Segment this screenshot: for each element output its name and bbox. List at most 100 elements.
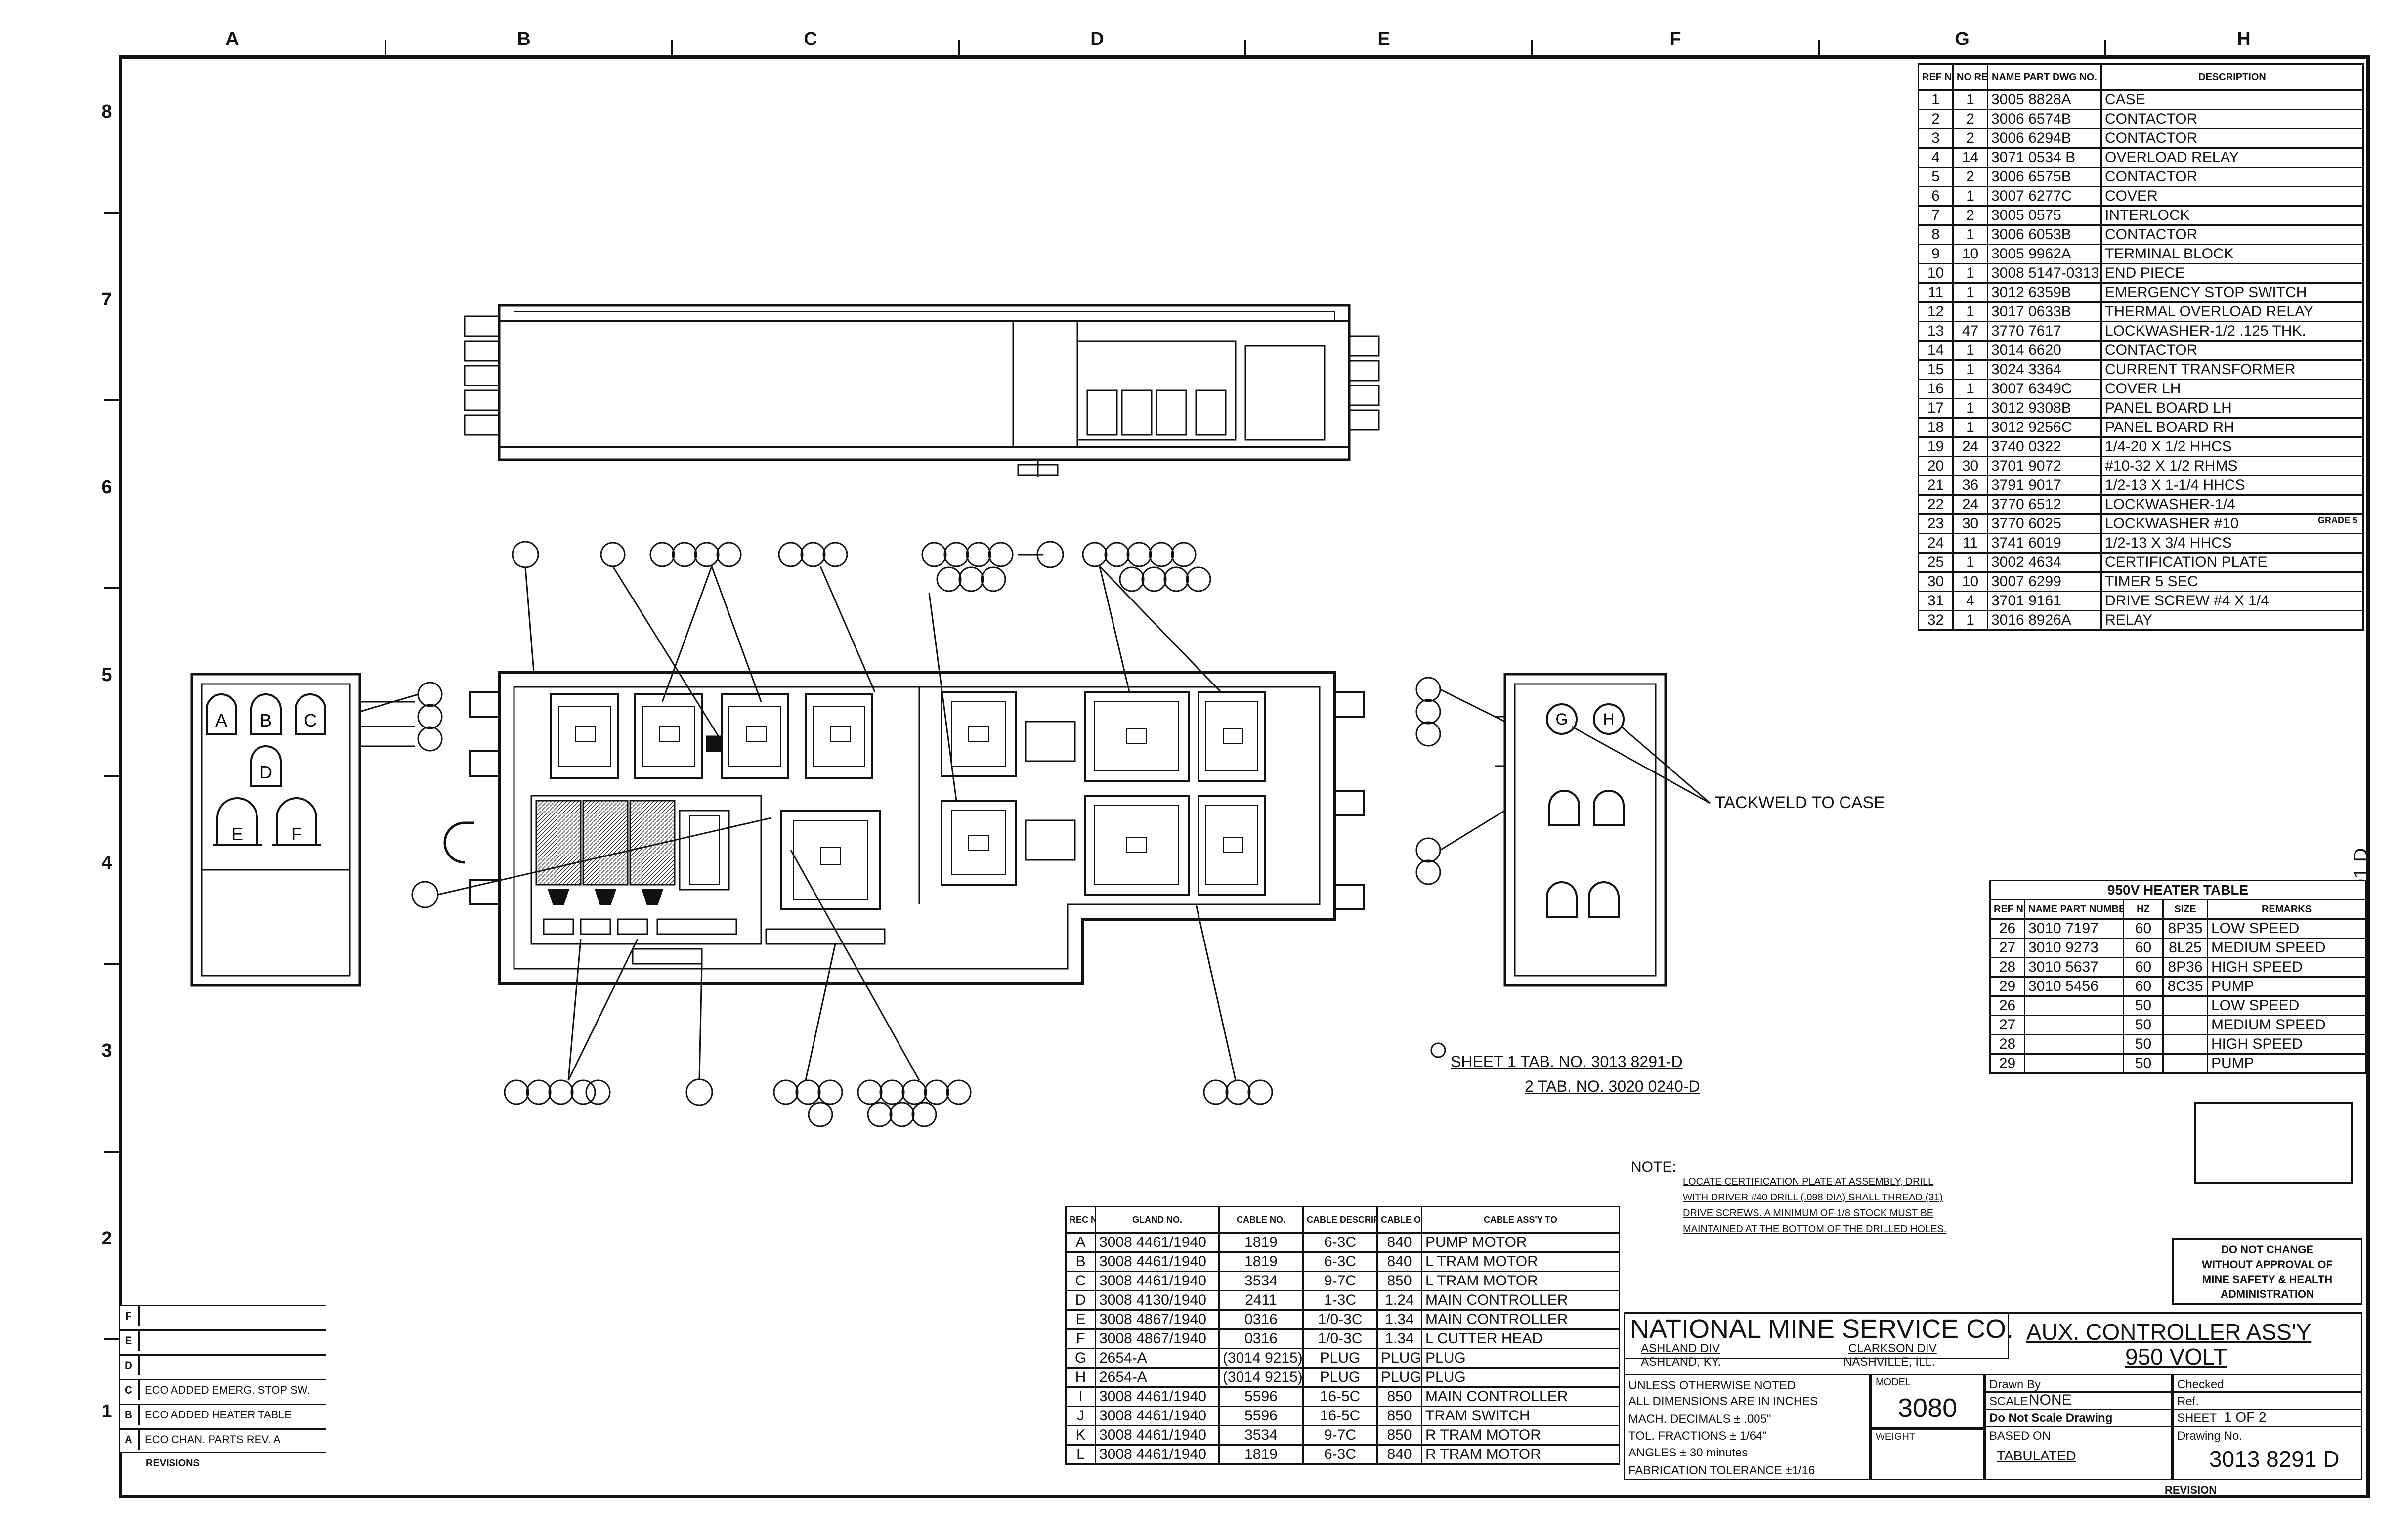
table-cell: 1819	[1218, 1444, 1304, 1465]
table-cell: 26	[1989, 918, 2025, 939]
table-cell: TIMER 5 SEC	[2100, 571, 2364, 592]
table-cell: 3008 4130/1940	[1095, 1290, 1220, 1311]
table-cell: 3008 4461/1940	[1095, 1406, 1220, 1426]
table-cell	[2162, 1034, 2208, 1055]
scale-value: NONE	[2029, 1392, 2072, 1408]
tolerance-box	[1624, 1374, 1871, 1480]
table-cell: 11	[1918, 282, 1954, 303]
clarkson-div: CLARKSON DIV	[1848, 1342, 1937, 1355]
table-cell: 3008 4867/1940	[1095, 1309, 1220, 1330]
title-divider	[1984, 1409, 2362, 1410]
tolerance-line-6: FABRICATION TOLERANCE ±1/16	[1628, 1464, 1815, 1477]
table-cell: 3008 4461/1940	[1095, 1425, 1220, 1446]
table-cell: 16	[1918, 379, 1954, 399]
table-cell: 3791 9017	[1987, 475, 2102, 496]
drawing-number: 3013 8291 D	[2209, 1446, 2340, 1472]
table-cell: 27	[1989, 1015, 2025, 1035]
table-header-cell: REC NO.	[1065, 1206, 1096, 1234]
table-cell: 5	[1918, 167, 1954, 187]
table-cell: 3012 9256C	[1987, 417, 2102, 438]
table-header-cell: REF NO.	[1918, 63, 1954, 91]
clarkson-city: NASHVILLE, ILL.	[1843, 1355, 1935, 1369]
table-cell: 26	[1989, 995, 2025, 1016]
table-header-cell: CABLE NO.	[1218, 1206, 1304, 1234]
table-cell: PUMP MOTOR	[1421, 1232, 1620, 1253]
table-cell: INTERLOCK	[2100, 205, 2364, 226]
revision-letter: E	[119, 1331, 140, 1351]
table-cell: 3701 9072	[1987, 456, 2102, 476]
table-cell: 21	[1918, 475, 1954, 496]
table-cell: 2	[1952, 167, 1988, 187]
table-cell: 1	[1952, 417, 1988, 438]
table-cell: J	[1065, 1406, 1096, 1426]
sheet-ref-line-1: SHEET 1 TAB. NO. 3013 8291-D	[1451, 1053, 1683, 1070]
table-cell: 24	[1952, 494, 1988, 515]
revision-entry	[140, 1359, 145, 1371]
table-header-cell: NAME PART DWG NO.	[1987, 63, 2102, 91]
table-cell: MAIN CONTROLLER	[1421, 1386, 1620, 1407]
table-cell: #10-32 X 1/2 RHMS	[2100, 456, 2364, 476]
table-cell: 30	[1918, 571, 1954, 592]
table-cell: 3071 0534 B	[1987, 147, 2102, 168]
zone-column-label: D	[1090, 29, 1104, 49]
case-top-view	[464, 304, 1380, 477]
drawing-title-1: AUX. CONTROLLER ASS'Y	[2026, 1319, 2312, 1345]
table-cell: 1-3C	[1302, 1290, 1378, 1311]
table-cell: PLUG	[1376, 1348, 1422, 1369]
table-cell: 27	[1989, 938, 2025, 958]
checked-label: Checked	[2177, 1378, 2224, 1391]
do-not-change-line: DO NOT CHANGE	[2221, 1243, 2313, 1256]
table-cell: 1	[1952, 379, 1988, 399]
table-cell: L CUTTER HEAD	[1421, 1328, 1620, 1349]
table-cell: 1	[1952, 89, 1988, 110]
table-cell: L TRAM MOTOR	[1421, 1271, 1620, 1291]
table-cell: LOW SPEED	[2206, 995, 2367, 1016]
table-cell: 6-3C	[1302, 1251, 1378, 1272]
zone-ticks	[104, 40, 2106, 1340]
table-cell: DRIVE SCREW #4 X 1/4	[2100, 591, 2364, 611]
weight-label: WEIGHT	[1876, 1431, 1915, 1442]
table-cell: 3008 4461/1940	[1095, 1232, 1220, 1253]
table-cell: 6	[1918, 186, 1954, 207]
note-line: DRIVE SCREWS. A MINIMUM OF 1/8 STOCK MUS…	[1683, 1208, 1934, 1219]
table-cell: 29	[1989, 976, 2025, 997]
table-cell: END PIECE	[2100, 263, 2364, 284]
drawing-no-label: Drawing No.	[2177, 1429, 2243, 1443]
table-cell: 3007 6277C	[1987, 186, 2102, 207]
table-cell: 3770 7617	[1987, 321, 2102, 342]
table-cell: LOW SPEED	[2206, 918, 2367, 939]
zone-row-label: 4	[101, 853, 112, 873]
table-cell	[2024, 1034, 2124, 1055]
table-cell: R TRAM MOTOR	[1421, 1444, 1620, 1465]
table-cell: 30	[1952, 456, 1988, 476]
zone-column-label: H	[2237, 29, 2251, 49]
table-cell: 2654-A	[1095, 1348, 1220, 1369]
table-cell: 32	[1918, 610, 1954, 631]
table-cell: 1/0-3C	[1302, 1309, 1378, 1330]
table-cell: PLUG	[1302, 1348, 1378, 1369]
table-cell: 3005 8828A	[1987, 89, 2102, 110]
revision-row: E	[119, 1329, 326, 1351]
ashland-div: ASHLAND DIV	[1641, 1342, 1720, 1355]
table-header-cell: CABLE DESCRIPTION	[1302, 1206, 1378, 1234]
table-cell: COVER LH	[2100, 379, 2364, 399]
ashland-city: ASHLAND, KY.	[1641, 1355, 1721, 1369]
table-cell: 3012 6359B	[1987, 282, 2102, 303]
table-cell: 1	[1952, 282, 1988, 303]
revision-footer: REVISIONS	[146, 1458, 200, 1469]
